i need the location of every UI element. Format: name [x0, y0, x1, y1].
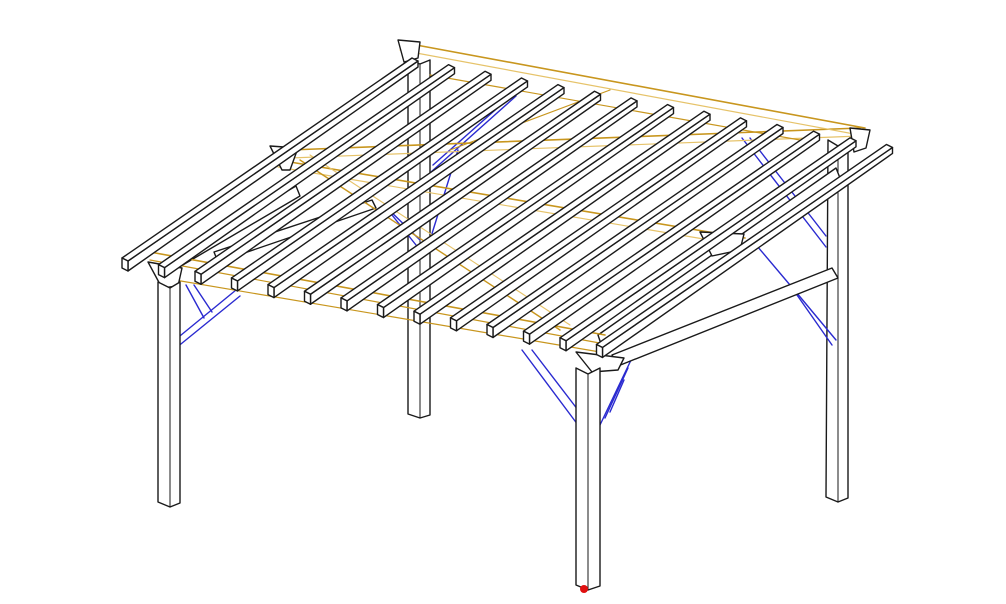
rafter[interactable]: [230, 77, 529, 292]
brace-back-left-b[interactable]: [430, 95, 517, 173]
rafter-side-face: [340, 297, 348, 312]
brace-right-e[interactable]: [795, 291, 837, 341]
rafter[interactable]: [522, 130, 821, 345]
bearing-block-front-right[interactable]: [575, 351, 625, 373]
rafter[interactable]: [413, 110, 711, 325]
rafter-side-face: [413, 310, 421, 325]
brace-front-left-d[interactable]: [193, 284, 213, 313]
rafters: [121, 57, 894, 359]
rafter-side-face: [230, 277, 239, 292]
rafter-side-face: [522, 330, 531, 345]
rafter-side-face: [595, 343, 604, 359]
brace-front-left-c[interactable]: [185, 284, 205, 319]
rafter[interactable]: [449, 117, 748, 332]
rafter[interactable]: [595, 143, 894, 359]
brace-front-mid-d[interactable]: [604, 367, 629, 419]
rafter-side-face: [267, 283, 275, 299]
front-posts: [157, 281, 601, 591]
brace-front-mid-c[interactable]: [599, 357, 633, 426]
rafter[interactable]: [486, 123, 784, 339]
rafter-side-face: [157, 263, 166, 279]
brace-front-left-b[interactable]: [175, 295, 241, 349]
rafter-side-face: [121, 257, 129, 272]
rafter[interactable]: [559, 137, 857, 352]
rafter-side-face: [486, 323, 494, 339]
brace-front-mid-a[interactable]: [521, 349, 579, 426]
brace-front-mid-b[interactable]: [531, 349, 579, 411]
rafter[interactable]: [303, 90, 602, 305]
rafter-side-face: [303, 290, 312, 305]
rafter[interactable]: [194, 70, 492, 285]
rafter[interactable]: [376, 103, 675, 319]
rafter-side-face: [376, 303, 385, 319]
rafter-side-face: [194, 270, 202, 285]
purlin-back-top[interactable]: [399, 41, 866, 137]
rafter-side-face: [449, 317, 458, 332]
red-dot-origin-icon[interactable]: [580, 585, 588, 593]
brace-front-mid-e[interactable]: [609, 379, 625, 413]
brace-front-left-a[interactable]: [174, 289, 237, 341]
rafter-side-face: [559, 337, 567, 352]
post-front-left[interactable]: [157, 281, 181, 508]
rafter[interactable]: [340, 97, 638, 312]
bearing-block-back-left[interactable]: [397, 39, 421, 63]
rafter[interactable]: [121, 57, 419, 272]
rafter[interactable]: [157, 63, 456, 279]
rafter[interactable]: [267, 83, 565, 299]
